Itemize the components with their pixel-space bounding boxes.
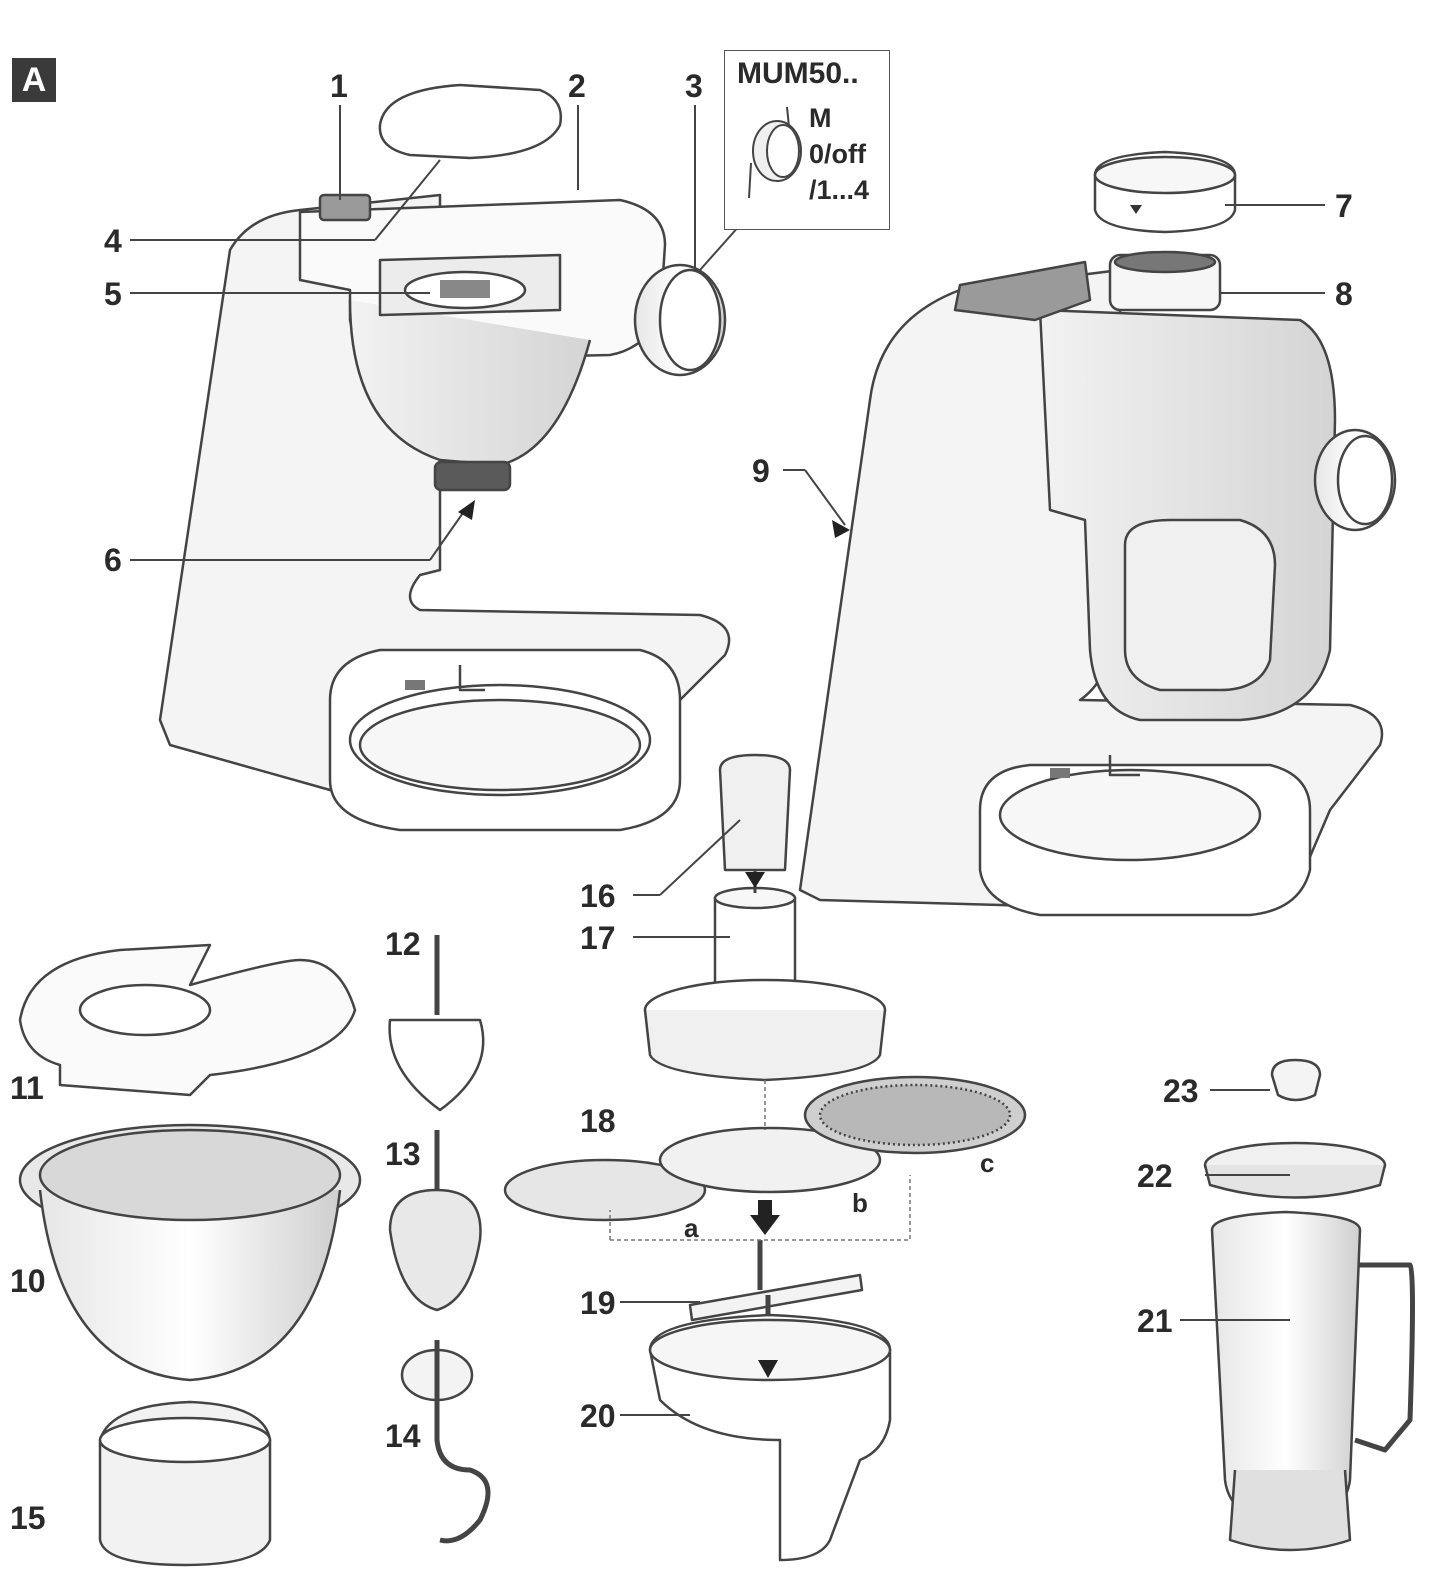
callout-22: 22 (1137, 1158, 1173, 1194)
callout-4: 4 (104, 223, 122, 259)
callout-9: 9 (752, 453, 770, 489)
callout-19: 19 (580, 1285, 616, 1321)
callout-15: 15 (10, 1500, 46, 1536)
arrow-down-icon-3 (758, 1360, 778, 1378)
arrow-shaft (758, 1200, 772, 1216)
disc-label-b: b (852, 1188, 868, 1218)
bowl-cover-bag (98, 1400, 272, 1567)
disc-label-c: c (980, 1148, 995, 1178)
callout-16: 16 (580, 878, 616, 914)
model-info-box: MUM50.. M 0/off /1...4 (724, 50, 890, 230)
callout-20: 20 (580, 1398, 616, 1434)
arrow-down-icon (745, 872, 765, 888)
callout-2: 2 (568, 68, 586, 104)
mixer-base-unit-left (158, 83, 731, 832)
stainless-bowl (18, 1123, 362, 1382)
callout-21: 21 (1137, 1303, 1173, 1339)
arrow-down-icon-2 (750, 1215, 780, 1235)
callout-17: 17 (580, 920, 616, 956)
food-processor-set (503, 753, 1027, 1562)
panel-letter: A (12, 58, 56, 102)
callout-3: 3 (685, 68, 703, 104)
model-line-speeds: /1...4 (809, 175, 870, 205)
callout-5: 5 (104, 276, 122, 312)
model-line-off: 0/off (809, 139, 866, 169)
callout-10: 10 (10, 1263, 46, 1299)
speed-dial-icon (748, 106, 802, 199)
callout-7: 7 (1335, 188, 1353, 224)
callout-11: 11 (10, 1070, 44, 1106)
tools-column (388, 935, 491, 1544)
model-line-mode: M (809, 103, 832, 133)
arrow-right-icon (832, 520, 850, 538)
callout-8: 8 (1335, 276, 1353, 312)
callout-12: 12 (385, 926, 421, 962)
arrow-up-icon (458, 500, 475, 520)
blender-set (1203, 1058, 1415, 1552)
callout-1: 1 (330, 68, 348, 104)
splash-guard (18, 943, 357, 1097)
callout-13: 13 (385, 1136, 421, 1172)
callout-23: 23 (1163, 1073, 1199, 1109)
mixer-base-unit-right (798, 150, 1397, 917)
callout-18: 18 (580, 1103, 616, 1139)
model-title: MUM50.. (737, 57, 859, 90)
callout-6: 6 (104, 542, 122, 578)
callout-14: 14 (385, 1418, 421, 1454)
disc-label-a: a (684, 1213, 699, 1243)
